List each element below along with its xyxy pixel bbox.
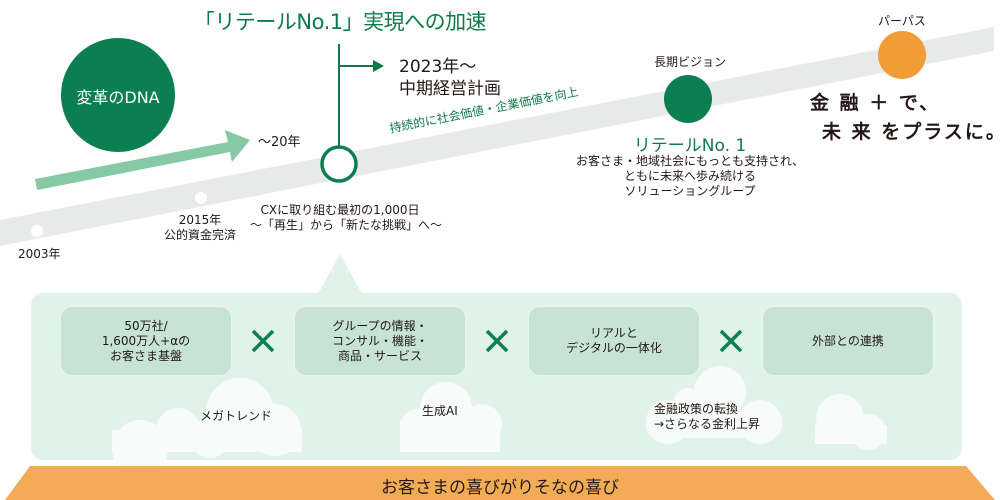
vision-desc-line: ソリューショングループ — [624, 184, 756, 198]
foundation-band — [5, 466, 995, 500]
page-title: 「リテールNo.1」実現への加速 — [193, 10, 487, 34]
policy-line1: 金融政策の転換 — [654, 402, 739, 416]
plan-year: 2023年〜 — [399, 57, 477, 77]
vision-description: お客さま・地域社会にもっとも支持され、 ともに未来へ歩み続ける ソリューショング… — [545, 154, 835, 199]
strength-box-customer-base: 50万社/ 1,600万人+αの お客さま基盤 — [60, 306, 232, 376]
cx-label: CXに取り組む最初の1,000日 〜「再生」から「新たな挑戦」へ〜 — [250, 203, 443, 233]
milestone-2015: 2015年 公的資金完済 — [150, 213, 250, 243]
purpose-circle — [878, 31, 926, 79]
cloud-icon — [112, 378, 302, 476]
cloud-icon — [646, 366, 887, 450]
strength-box-real-digital: リアルと デジタルの一体化 — [528, 306, 700, 376]
dna-label: 変革のDNA — [76, 88, 160, 107]
vision-desc-line: ともに未来へ歩み続ける — [623, 169, 756, 183]
times-icon — [251, 329, 275, 353]
tagline-line1: 金 融 ＋ で、 — [810, 92, 941, 114]
policy-line2: →さらなる金利上昇 — [654, 417, 761, 431]
milestone-dot-2015 — [195, 192, 207, 204]
vision-desc-line: お客さま・地域社会にもっとも支持され、 — [575, 154, 805, 168]
midterm-plan: 2023年〜 中期経営計画 — [399, 56, 501, 100]
cx-line2: 〜「再生」から「新たな挑戦」へ〜 — [250, 218, 443, 232]
trend-megatrend: メガトレンド — [200, 409, 273, 423]
cx-ring — [320, 145, 358, 183]
strength-box-external: 外部との連携 — [762, 306, 934, 376]
foundation-text: お客さまの喜びがりそなの喜び — [381, 478, 619, 498]
cloud-icon — [400, 382, 502, 452]
trend-generative-ai: 生成AI — [422, 404, 458, 418]
timeline-road — [0, 27, 994, 246]
cx-line1: CXに取り組む最初の1,000日 — [260, 203, 420, 217]
dna-circle — [61, 38, 175, 152]
plan-name: 中期経営計画 — [399, 79, 501, 99]
purpose-heading: パーパス — [878, 14, 926, 28]
branch-arrowhead-icon — [373, 60, 384, 72]
panel-pointer — [318, 254, 362, 294]
vision-heading: 長期ビジョン — [653, 55, 726, 69]
milestone-note: 公的資金完済 — [163, 228, 236, 242]
milestone-year: 2015年 — [178, 213, 222, 227]
vision-circle — [664, 75, 712, 123]
span-label: 〜20年 — [258, 135, 301, 150]
milestone-dot-2003 — [31, 225, 43, 237]
purpose-tagline: 金 融 ＋ で、 未 来 をプラスに。 — [810, 89, 1000, 147]
times-icon — [719, 329, 743, 353]
milestone-2003: 2003年 — [18, 247, 61, 261]
tagline-line2: 未 来 をプラスに。 — [822, 121, 1000, 143]
vision-title: リテールNo. 1 — [633, 136, 747, 156]
strength-box-group-services: グループの情報・ コンサル・機能・ 商品・サービス — [294, 306, 466, 376]
arrow-right-icon — [35, 130, 250, 190]
times-icon — [485, 329, 509, 353]
trend-monetary-policy: 金融政策の転換 →さらなる金利上昇 — [654, 402, 760, 432]
